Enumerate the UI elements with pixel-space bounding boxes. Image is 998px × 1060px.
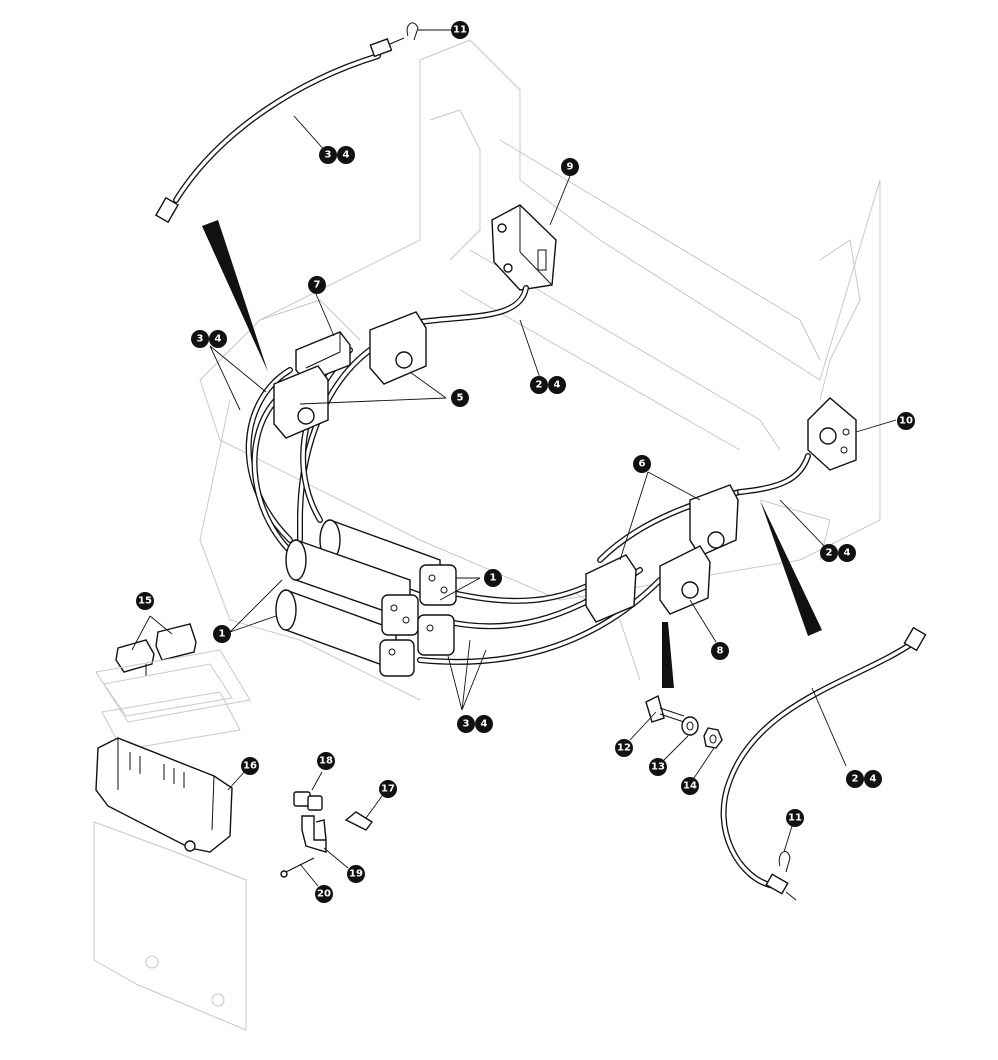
- callout-12: 12: [615, 739, 633, 757]
- callout-3-top: 3: [319, 146, 337, 164]
- fuse-17: [344, 811, 374, 831]
- callout-17: 17: [379, 780, 397, 798]
- callout-14-label: 14: [683, 781, 697, 792]
- callout-16: 16: [241, 757, 259, 775]
- callout-15-label: 15: [138, 596, 152, 607]
- callout-8: 8: [711, 642, 729, 660]
- callout-1-right-label: 1: [490, 573, 497, 584]
- callout-3-left-label: 3: [197, 334, 204, 345]
- callout-1-right: 1: [484, 569, 502, 587]
- callout-4-top: 4: [337, 146, 355, 164]
- callout-18-label: 18: [319, 756, 333, 767]
- cable-bottom-right: [720, 626, 927, 901]
- callout-3-bottom: 3: [457, 715, 475, 733]
- callout-1-left-label: 1: [219, 629, 226, 640]
- callout-16-label: 16: [243, 761, 257, 772]
- callout-4-mid: 4: [548, 376, 566, 394]
- bracket-19: [301, 815, 327, 853]
- bolt-12: [645, 694, 685, 723]
- callout-13: 13: [649, 758, 667, 776]
- heater-module-stack: [275, 519, 457, 677]
- callout-5-label: 5: [457, 393, 464, 404]
- callout-17-label: 17: [381, 784, 395, 795]
- callout-19-label: 19: [349, 869, 363, 880]
- callout-11-top: 11: [451, 21, 469, 39]
- callout-2-mid: 2: [530, 376, 548, 394]
- callout-4-bottom-label: 4: [481, 719, 488, 730]
- callout-7: 7: [308, 276, 326, 294]
- callout-2-bottom-label: 2: [852, 774, 859, 785]
- callout-14: 14: [681, 777, 699, 795]
- callout-20: 20: [315, 885, 333, 903]
- callout-3-left: 3: [191, 330, 209, 348]
- washer-13: [681, 716, 699, 736]
- callout-10-label: 10: [899, 416, 913, 427]
- retaining-clip-top: [406, 22, 419, 41]
- control-unit-16: [93, 737, 247, 1031]
- cable-top-left: [154, 37, 405, 224]
- callout-2-bottom: 2: [846, 770, 864, 788]
- callout-7-label: 7: [314, 280, 321, 291]
- callout-10: 10: [897, 412, 915, 430]
- nut-14: [703, 727, 723, 749]
- callout-3-top-label: 3: [325, 150, 332, 161]
- callout-9: 9: [561, 158, 579, 176]
- callout-6-label: 6: [639, 459, 646, 470]
- callout-4-right: 4: [838, 544, 856, 562]
- callout-20-label: 20: [317, 889, 331, 900]
- leader-lines: [131, 29, 897, 887]
- callout-2-right-label: 2: [826, 548, 833, 559]
- callout-9-label: 9: [567, 162, 574, 173]
- callout-18: 18: [317, 752, 335, 770]
- connector-10: [807, 397, 857, 471]
- callout-11-bottom: 11: [786, 809, 804, 827]
- callout-4-bottom-right: 4: [864, 770, 882, 788]
- switch-8: [659, 545, 711, 615]
- callout-4-bottom: 4: [475, 715, 493, 733]
- callout-15: 15: [136, 592, 154, 610]
- seat-frame-ghost: [199, 39, 881, 701]
- callout-5: 5: [451, 389, 469, 407]
- callout-3-bottom-label: 3: [463, 719, 470, 730]
- callout-19: 19: [347, 865, 365, 883]
- relay-18: [293, 791, 323, 811]
- callout-11-bottom-label: 11: [788, 813, 802, 824]
- callout-2-right: 2: [820, 544, 838, 562]
- callout-1-left: 1: [213, 625, 231, 643]
- switch-cover-15: [95, 623, 251, 751]
- callout-6: 6: [633, 455, 651, 473]
- callout-4-left-label: 4: [215, 334, 222, 345]
- switch-6: [585, 484, 739, 623]
- callout-12-label: 12: [617, 743, 631, 754]
- callout-4-right-label: 4: [844, 548, 851, 559]
- retaining-clip-bottom: [778, 851, 791, 873]
- callout-2-mid-label: 2: [536, 380, 543, 391]
- callout-4-top-label: 4: [343, 150, 350, 161]
- switch-5: [273, 311, 427, 439]
- connector-9: [491, 204, 557, 291]
- pointer-arrows: [202, 220, 822, 688]
- callout-8-label: 8: [717, 646, 724, 657]
- callout-4-bottom-right-label: 4: [870, 774, 877, 785]
- callout-13-label: 13: [651, 762, 665, 773]
- callout-4-left: 4: [209, 330, 227, 348]
- callout-11-top-label: 11: [453, 25, 467, 36]
- callout-4-mid-label: 4: [554, 380, 561, 391]
- screw-20: [280, 857, 315, 878]
